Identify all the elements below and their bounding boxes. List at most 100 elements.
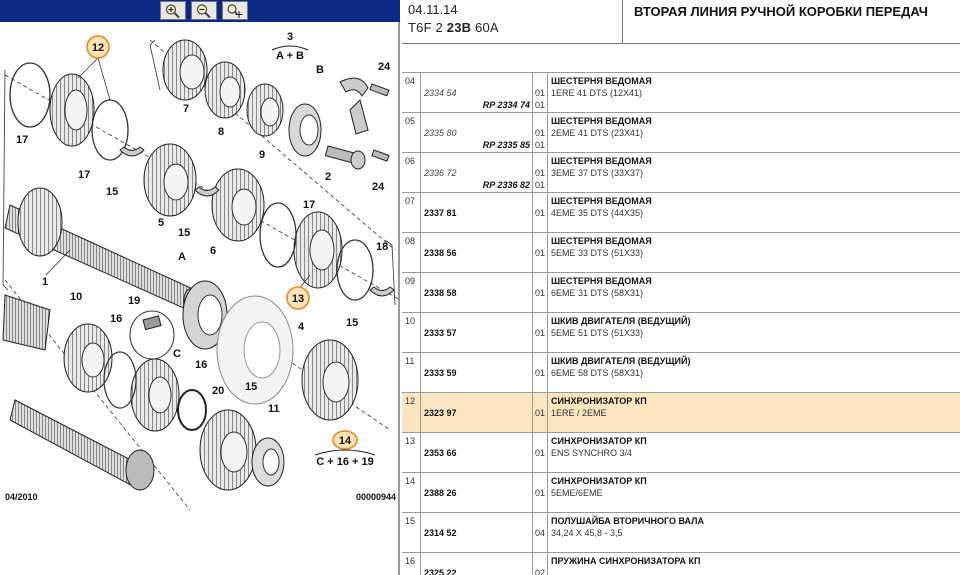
- description-cell: ШЕСТЕРНЯ ВЕДОМАЯ 3EME 37 DTS (33X37): [549, 153, 960, 193]
- part-spec: 3EME 37 DTS (33X37): [551, 168, 644, 178]
- part-name: ШЕСТЕРНЯ ВЕДОМАЯ: [551, 196, 652, 206]
- replacement-reference[interactable]: RP 2334 74: [482, 100, 530, 110]
- description-cell: ШКИВ ДВИГАТЕЛЯ (ВЕДУЩИЙ)5EME 51 DTS (51X…: [549, 313, 960, 353]
- part-reference[interactable]: 2353 66: [424, 448, 457, 458]
- quantity: 01: [535, 208, 546, 218]
- svg-text:3: 3: [287, 31, 293, 43]
- svg-text:17: 17: [16, 134, 28, 146]
- part-reference[interactable]: 2325 22: [424, 568, 457, 575]
- part-spec: 5EME/6EME: [551, 488, 603, 498]
- part-reference-cell: 2353 66: [421, 433, 533, 473]
- zoom-in-button[interactable]: [160, 1, 186, 20]
- part-spec: 1ERE 41 DTS (12X41): [551, 88, 643, 98]
- part-reference-cell: 2335 80 RP 2335 85: [421, 113, 533, 153]
- row-index: 06: [402, 153, 421, 193]
- zoom-move-icon: [227, 3, 243, 18]
- part-reference[interactable]: 2388 26: [424, 488, 457, 498]
- part-reference[interactable]: 2337 81: [424, 208, 457, 218]
- row-index: 12: [402, 393, 421, 433]
- svg-text:2: 2: [325, 171, 331, 183]
- callout-13: 13: [286, 286, 310, 310]
- quantity-cell: 01: [533, 313, 548, 353]
- part-reference-cell: 2388 26: [421, 473, 533, 513]
- part-reference[interactable]: 2336 72: [424, 168, 457, 178]
- quantity: 04: [535, 528, 546, 538]
- zoom-out-icon: [196, 3, 211, 18]
- bolt-2: [324, 145, 366, 170]
- svg-text:A: A: [178, 251, 186, 263]
- gear-8: [204, 61, 246, 119]
- quantity-cell: 04: [533, 513, 548, 553]
- description-cell: СИНХРОНИЗАТОР КП ENS SYNCHRO 3/4: [549, 433, 960, 473]
- parts-header: 04.11.14 T6F 2 23B 60A ВТОРАЯ ЛИНИЯ РУЧН…: [402, 0, 960, 44]
- part-spec: 5EME 51 DTS (51X33): [551, 328, 644, 338]
- replacement-reference[interactable]: RP 2335 85: [482, 140, 530, 150]
- row-index: 11: [402, 353, 421, 393]
- part-reference[interactable]: 2338 56: [424, 248, 457, 258]
- ring-gear: [216, 295, 294, 405]
- part-reference[interactable]: 2314 52: [424, 528, 457, 538]
- description-cell: ПРУЖИНА СИНХРОНИЗАТОРА КП: [549, 553, 960, 575]
- svg-text:10: 10: [70, 291, 82, 303]
- group-3-label: 3 A + B: [271, 31, 309, 62]
- part-spec: ENS SYNCHRO 3/4: [551, 448, 633, 458]
- part-reference[interactable]: 2333 59: [424, 368, 457, 378]
- row-index: 14: [402, 473, 421, 513]
- part-name: ПОЛУШАЙБА ВТОРИЧНОГО ВАЛА: [551, 516, 704, 526]
- part-name: ШЕСТЕРНЯ ВЕДОМАЯ: [551, 156, 652, 166]
- catalog-date: 04.11.14: [408, 2, 458, 17]
- part-reference[interactable]: 2334 54: [424, 88, 457, 98]
- part-spec: 6EME 31 DTS (58X31): [551, 288, 644, 298]
- quantity: 01: [535, 408, 546, 418]
- part-reference-cell: 2337 81: [421, 193, 533, 233]
- zoom-move-button[interactable]: [222, 1, 248, 20]
- svg-text:24: 24: [378, 61, 391, 73]
- part-name: СИНХРОНИЗАТОР КП: [551, 436, 647, 446]
- svg-text:B: B: [316, 64, 324, 76]
- svg-text:12: 12: [92, 42, 104, 54]
- part-labels: 7 8 9 B 24 2 24 17 17 15 5 15 6 17 18 15…: [16, 61, 391, 415]
- quantity-cell: 01: [533, 233, 548, 273]
- gear-4: [301, 339, 359, 421]
- part-spec: 1ERE / 2EME: [551, 408, 607, 418]
- quantity: 01: [535, 248, 546, 258]
- zoom-out-button[interactable]: [191, 1, 217, 20]
- part-name: ШКИВ ДВИГАТЕЛЯ (ВЕДУЩИЙ): [551, 356, 691, 366]
- synchronizer-13: [259, 202, 374, 301]
- diagram-toolbar: [0, 0, 400, 22]
- quantity: 01: [535, 368, 546, 378]
- part-reference[interactable]: 2338 58: [424, 288, 457, 298]
- svg-text:14: 14: [339, 435, 352, 447]
- part-reference-cell: 2325 22: [421, 553, 533, 575]
- replacement-reference[interactable]: RP 2336 82: [482, 180, 530, 190]
- page-title: ВТОРАЯ ЛИНИЯ РУЧНОЙ КОРОБКИ ПЕРЕДАЧ: [634, 4, 928, 19]
- svg-text:1: 1: [42, 276, 48, 288]
- quantity-cell: 01: [533, 353, 548, 393]
- svg-text:19: 19: [128, 295, 140, 307]
- exploded-gearbox-diagram: 12 13 14 C + 16 + 19 3 A + B 7 8 9 B 24 …: [2, 31, 400, 511]
- part-reference[interactable]: 2333 57: [424, 328, 457, 338]
- part-spec: 4EME 35 DTS (44X35): [551, 208, 644, 218]
- part-reference[interactable]: 2335 80: [424, 128, 457, 138]
- part-reference[interactable]: 2323 97: [424, 408, 457, 418]
- part-name: ПРУЖИНА СИНХРОНИЗАТОРА КП: [551, 556, 701, 566]
